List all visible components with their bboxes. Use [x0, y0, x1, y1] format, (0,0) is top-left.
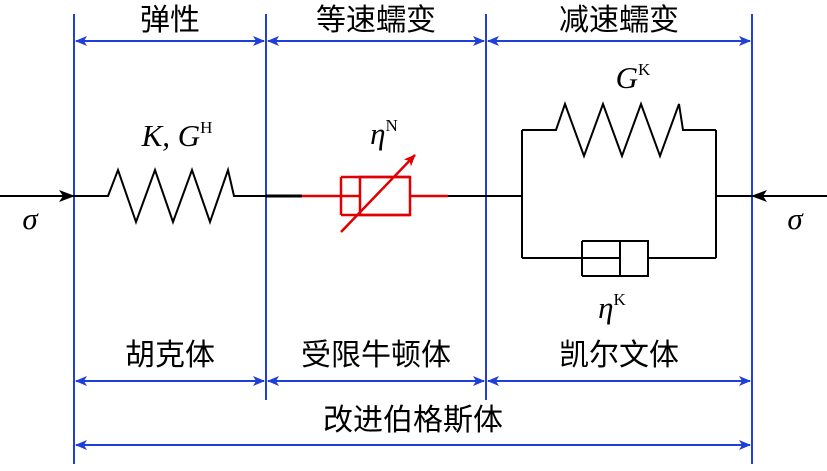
newton-param-label: ηN [370, 116, 398, 151]
hooke-param-label: K, GH [141, 118, 213, 153]
hooke-spring [74, 166, 266, 226]
sigma-left-label: σ [22, 201, 39, 236]
label-kelvin-body: 凯尔文体 [559, 338, 679, 373]
label-burgers-body: 改进伯格斯体 [323, 403, 503, 438]
label-newton-body: 受限牛顿体 [301, 338, 451, 373]
kelvin-spring-param-label: GK [616, 60, 651, 95]
kelvin-frame [521, 130, 717, 258]
newton-dashpot [302, 154, 448, 233]
kelvin-dashpot [522, 240, 716, 277]
header-steady-creep: 等速蠕变 [316, 3, 436, 38]
header-elastic: 弹性 [140, 3, 200, 38]
label-hooke-body: 胡克体 [125, 338, 215, 373]
kelvin-dashpot-param-label: ηK [598, 290, 626, 325]
header-decel-creep: 减速蠕变 [559, 3, 679, 38]
kelvin-spring [522, 101, 716, 159]
sigma-right-label: σ [787, 201, 804, 236]
